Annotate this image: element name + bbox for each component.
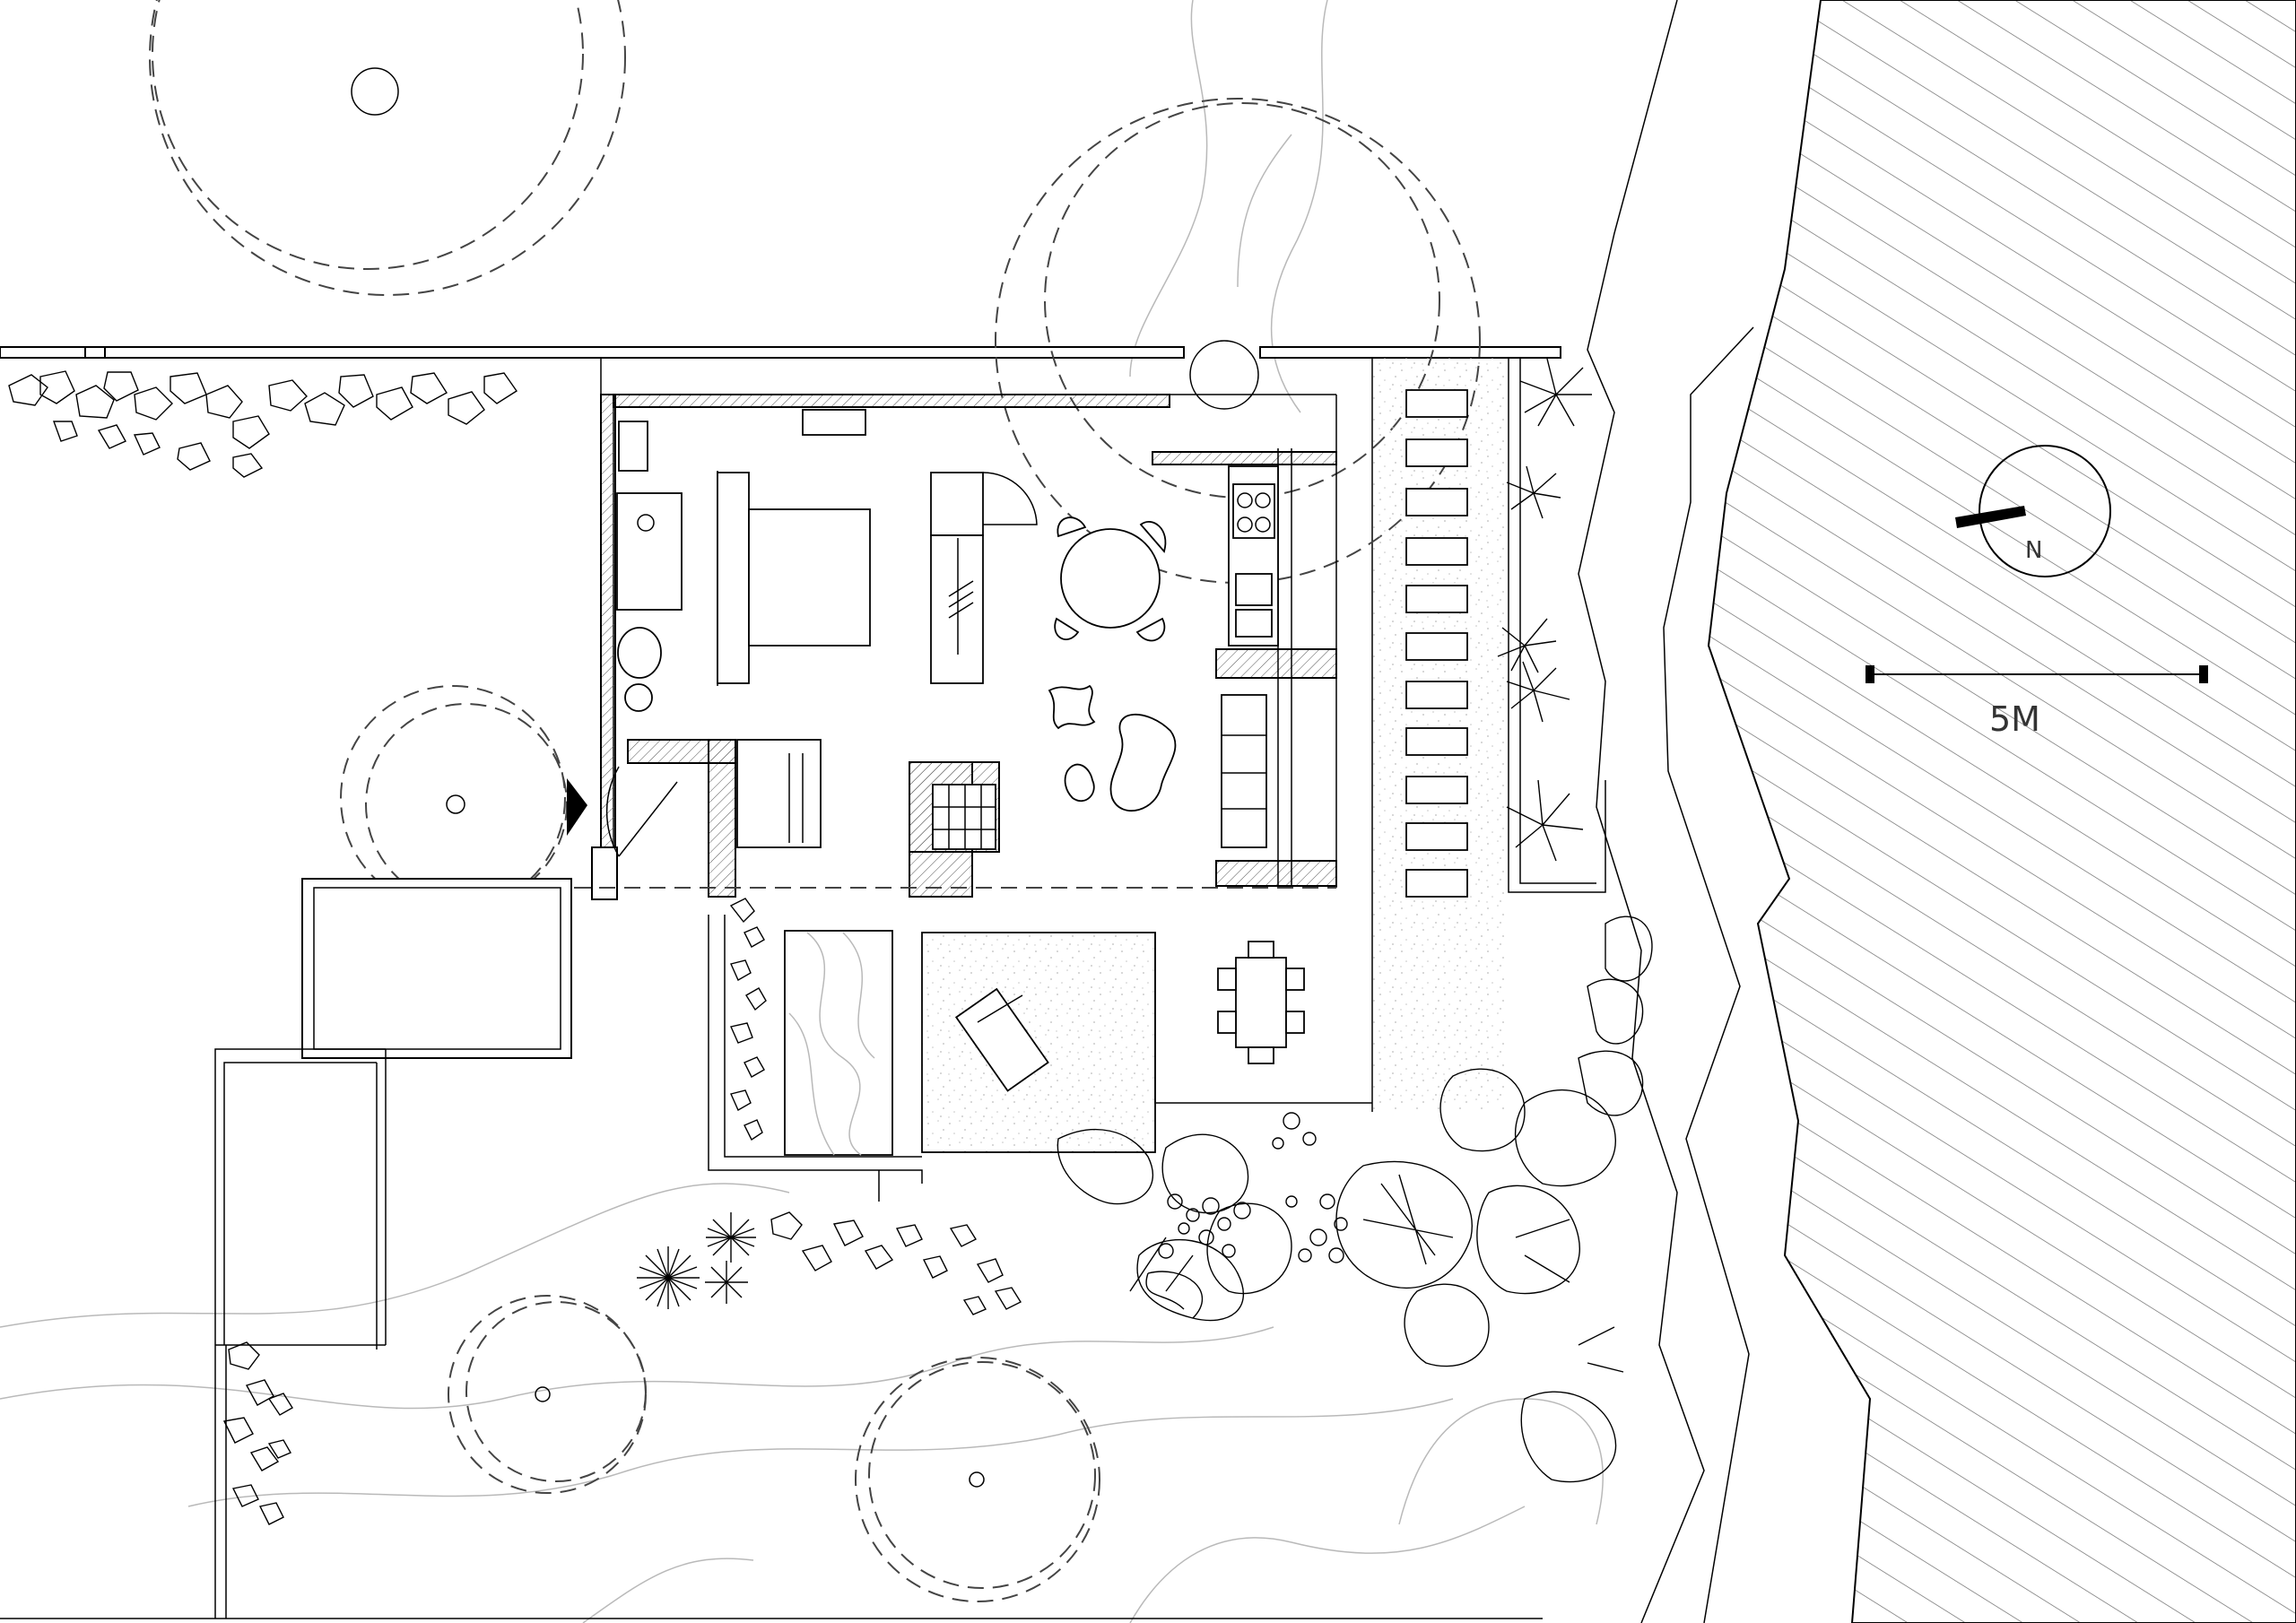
kitchen-island (930, 472, 1038, 684)
closet (736, 739, 822, 848)
tropical-plants (1057, 916, 1653, 1483)
boundary-walls (0, 346, 1606, 1619)
bed (717, 472, 871, 684)
terrain-contours (0, 0, 1604, 1623)
hedge-pool-side (729, 898, 767, 1141)
shrubs-lower-middle (770, 1211, 1022, 1315)
entrance-arrow (567, 778, 587, 836)
scale-bar-label: 5M (1989, 699, 2040, 739)
entrance-door (605, 766, 678, 857)
north-arrow: N (1955, 445, 2111, 577)
north-arrow-circle (1979, 445, 2111, 577)
tree-canopy-entrance (340, 685, 568, 911)
stepping-stones (1405, 389, 1468, 898)
tree-canopy-top-left (149, 0, 626, 296)
house-outline (574, 358, 1337, 900)
kitchen-counter (1228, 465, 1279, 647)
north-arrow-needle (1955, 506, 2026, 528)
hedge-top-left (8, 370, 517, 478)
rug (1109, 713, 1177, 812)
bathroom-fixtures (616, 421, 718, 712)
terrace-edge (1154, 933, 1372, 1104)
coffee-table (1048, 684, 1096, 730)
side-table (1064, 763, 1095, 803)
hatched-water-area (1707, 0, 2296, 1623)
pool (708, 915, 923, 1202)
sofa (1221, 694, 1267, 848)
tree-canopy-bottom-left (448, 1295, 647, 1494)
palm-plants (1497, 358, 1592, 862)
north-arrow-label: N (2025, 537, 2042, 564)
fireplace (909, 761, 1000, 853)
shrubs-lower-left (222, 1341, 293, 1525)
spiky-plants (637, 1212, 756, 1309)
dining-table (1054, 516, 1167, 642)
scale-bar: 5M (1866, 665, 2208, 739)
patio-paving (921, 932, 1156, 1153)
tree-canopy-bottom-center (855, 1357, 1100, 1602)
outdoor-dining-table (1217, 941, 1305, 1064)
shoreline-line (1578, 0, 1705, 1623)
pebbles (1158, 1112, 1348, 1263)
road-edge-line (1663, 326, 1754, 1623)
lounge-chair (954, 987, 1049, 1092)
garage-building (214, 878, 572, 1619)
wall-cabinet (802, 409, 866, 436)
